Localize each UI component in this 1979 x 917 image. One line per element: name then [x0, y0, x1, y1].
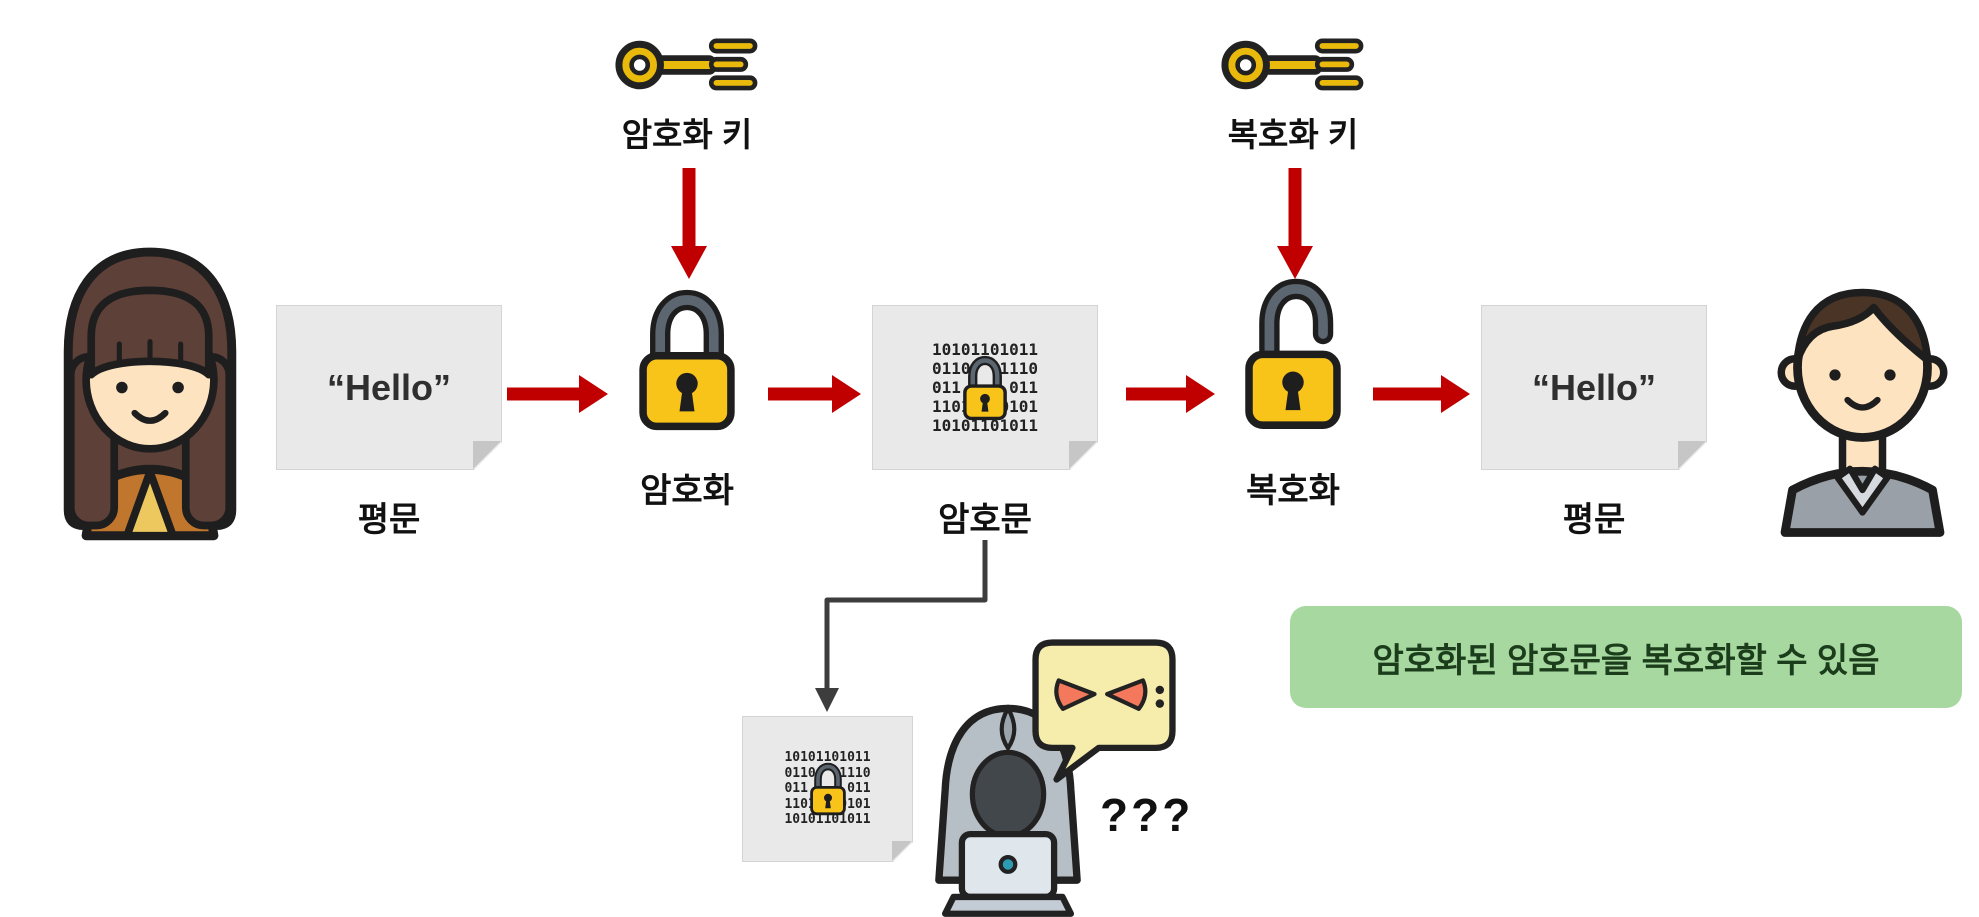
arrow-icon [507, 375, 608, 413]
arrow-plaintext-to-encrypt [505, 372, 609, 416]
key-icon [1221, 38, 1364, 91]
decrypt-label: 복호화 [1246, 472, 1340, 510]
arrow-icon [1126, 375, 1215, 413]
arrow-decrypt-to-plaintext [1371, 372, 1471, 416]
man-avatar-icon [1777, 288, 1948, 537]
arrow-icon [671, 168, 707, 279]
elbow-arrow-icon [815, 540, 988, 712]
key-icon [615, 38, 758, 91]
arrow-cipher-to-eavesdropper [810, 532, 1000, 717]
arrow-icon [1373, 375, 1470, 413]
decryption-key [1218, 28, 1368, 102]
evil-speech-bubble-icon [1032, 639, 1176, 783]
man-avatar [1750, 230, 1975, 545]
arrow-key-to-encrypt [667, 168, 711, 280]
plaintext-label-left: 평문 [357, 501, 421, 539]
woman-avatar [35, 230, 265, 545]
plaintext-label-right: 평문 [1562, 501, 1626, 539]
encrypt-lock [628, 285, 746, 435]
evil-speech-bubble [1025, 632, 1183, 790]
arrow-icon [768, 375, 861, 413]
binary-text: 10101101011 0110 1110 011 011 1101011010… [932, 339, 1038, 436]
decryption-key-label: 복호화 키 [1227, 116, 1359, 153]
lock-closed-icon [806, 761, 850, 817]
intercepted-document: 10101101011 0110 1110 011 011 1101011010… [742, 716, 913, 862]
plaintext-content-right: “Hello” [1531, 366, 1656, 408]
ciphertext-label: 암호문 [938, 501, 1032, 539]
arrow-icon [1277, 168, 1313, 279]
cipher-lock-overlay [958, 353, 1012, 422]
document-fold-icon [473, 441, 501, 469]
decrypt-lock [1234, 278, 1352, 434]
cipher-lock-overlay [806, 761, 850, 817]
ciphertext-document: 10101101011 0110 1110 011 011 1101011010… [872, 305, 1098, 470]
encrypt-label: 암호화 [640, 472, 734, 510]
plaintext-document-left: “Hello” [276, 305, 502, 470]
note-box: 암호화된 암호문을 복호화할 수 있음 [1290, 606, 1962, 708]
arrow-encrypt-to-cipher [766, 372, 862, 416]
lock-closed-icon [958, 353, 1012, 422]
plaintext-document-right: “Hello” [1481, 305, 1707, 470]
plaintext-content-left: “Hello” [326, 366, 451, 408]
woman-avatar-icon [63, 247, 237, 541]
lock-open-icon [1245, 278, 1341, 429]
encryption-key-label: 암호화 키 [621, 116, 753, 153]
lock-closed-icon [639, 289, 735, 431]
encryption-key [612, 28, 762, 102]
document-fold-icon [1069, 441, 1097, 469]
question-marks: ??? [1100, 789, 1194, 841]
arrow-key-to-decrypt [1273, 168, 1317, 280]
document-fold-icon [1678, 441, 1706, 469]
binary-text: 10101101011 0110 1110 011 011 1101011010… [784, 750, 871, 828]
arrow-cipher-to-decrypt [1124, 372, 1216, 416]
